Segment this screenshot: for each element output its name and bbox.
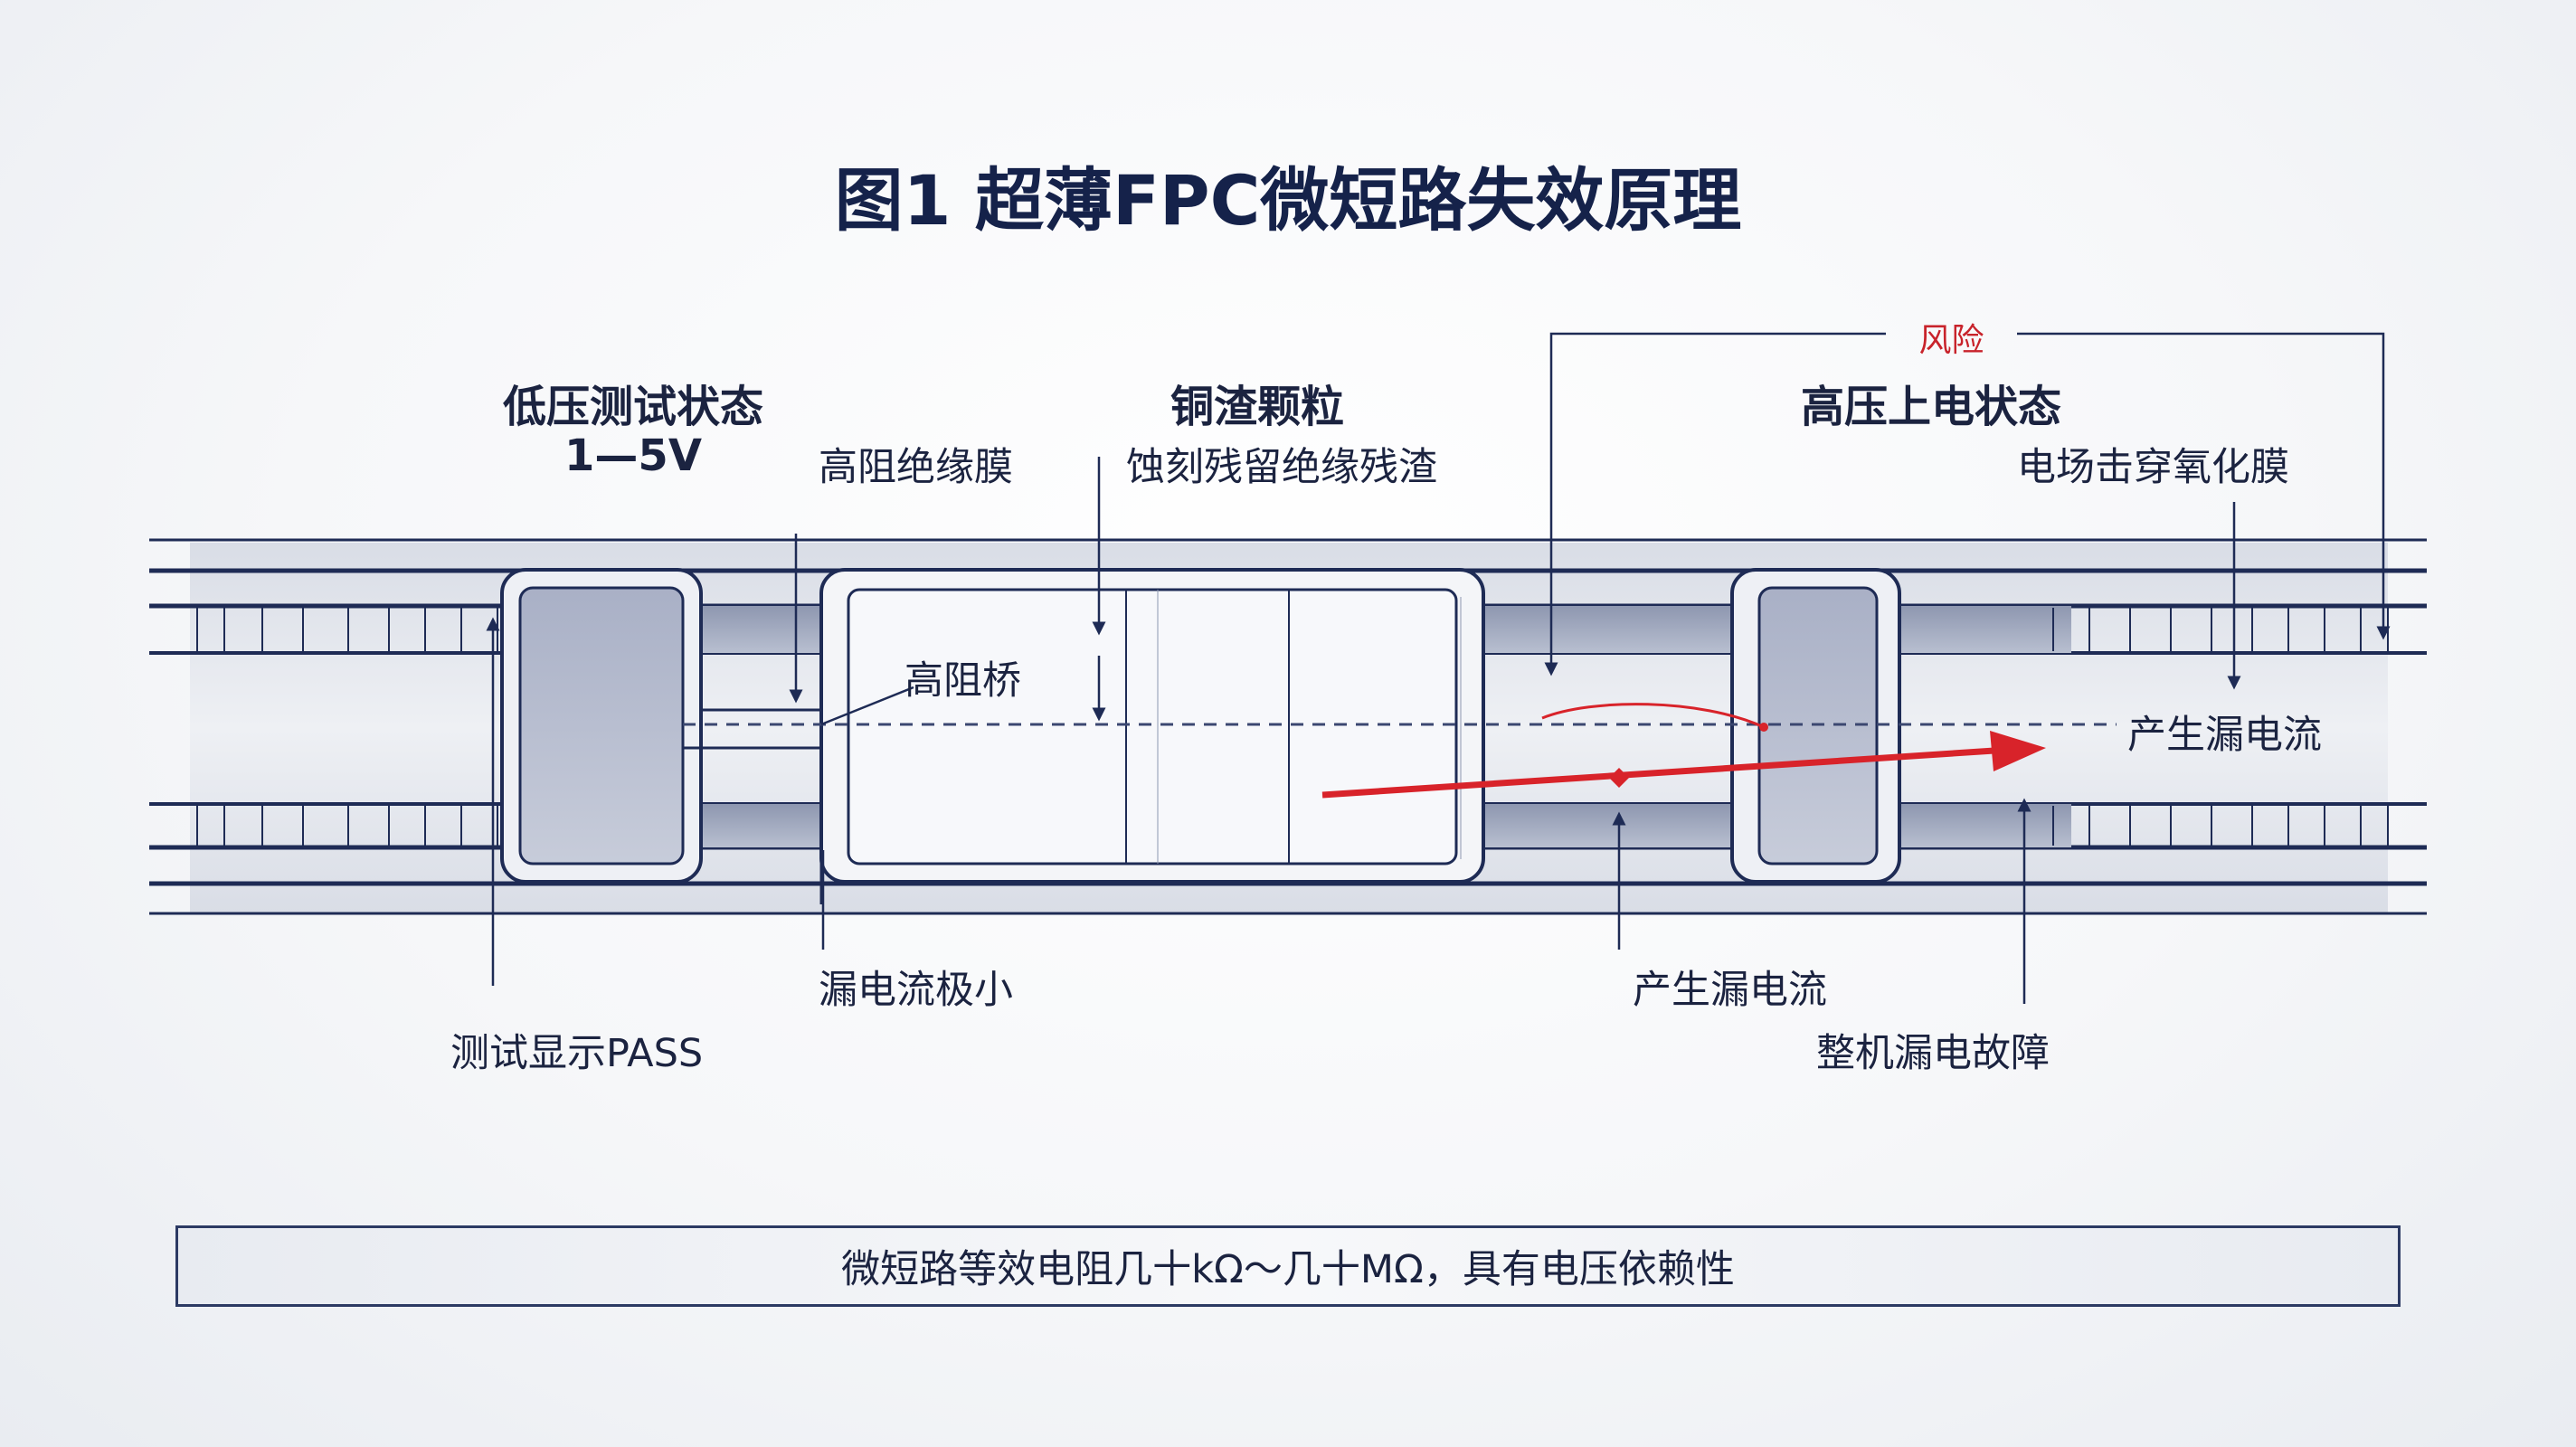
risk-bracket-right <box>2017 332 2391 640</box>
breakdown-point <box>1759 723 1768 732</box>
leakage-diamond <box>1609 768 1629 788</box>
top-trace-right <box>1899 606 2071 653</box>
leakage-arrow <box>1321 747 1995 799</box>
label-leak-mid: 产生漏电流 <box>1633 968 1827 1013</box>
figure-title: 图1 超薄FPC微短路失效原理 <box>834 160 1742 241</box>
bridge-rails <box>683 653 823 904</box>
left-pad <box>500 568 703 884</box>
label-system-fault: 整机漏电故障 <box>1816 1031 2050 1076</box>
low-voltage-heading: 低压测试状态 <box>502 382 763 432</box>
label-leak-right: 产生漏电流 <box>2127 713 2322 758</box>
bottom-trace-left <box>687 804 823 847</box>
label-etch-residue: 蚀刻残留绝缘残渣 <box>1126 445 1437 490</box>
label-leak-small: 漏电流极小 <box>819 968 1013 1013</box>
bottom-trace-mid <box>1483 804 1732 847</box>
top-hatching <box>196 608 2389 651</box>
leader-arrows <box>486 457 2241 1004</box>
risk-label: 风险 <box>1918 322 1984 359</box>
top-trace-left <box>687 606 823 653</box>
summary-text: 微短路等效电阻几十kΩ～几十MΩ，具有电压依赖性 <box>841 1247 1735 1292</box>
particle-heading: 铜渣颗粒 <box>1170 382 1344 432</box>
low-voltage-value: 1—5V <box>564 430 702 481</box>
copper-particle-box <box>819 568 1485 884</box>
label-high-res-bridge: 高阻桥 <box>904 658 1021 704</box>
bottom-trace-right <box>1899 804 2071 847</box>
high-voltage-heading: 高压上电状态 <box>1800 382 2061 432</box>
bottom-hatching <box>196 806 2389 846</box>
label-test-pass: 测试显示PASS <box>450 1031 704 1076</box>
label-breakdown: 电场击穿氧化膜 <box>2017 445 2289 490</box>
breakdown-arc <box>1541 703 1765 729</box>
top-trace-mid <box>1483 606 1732 653</box>
label-high-res-film: 高阻绝缘膜 <box>819 445 1013 490</box>
summary-box: 微短路等效电阻几十kΩ～几十MΩ，具有电压依赖性 <box>175 1225 2401 1307</box>
risk-bracket <box>1544 332 1886 676</box>
leakage-arrowhead <box>1990 731 2046 771</box>
